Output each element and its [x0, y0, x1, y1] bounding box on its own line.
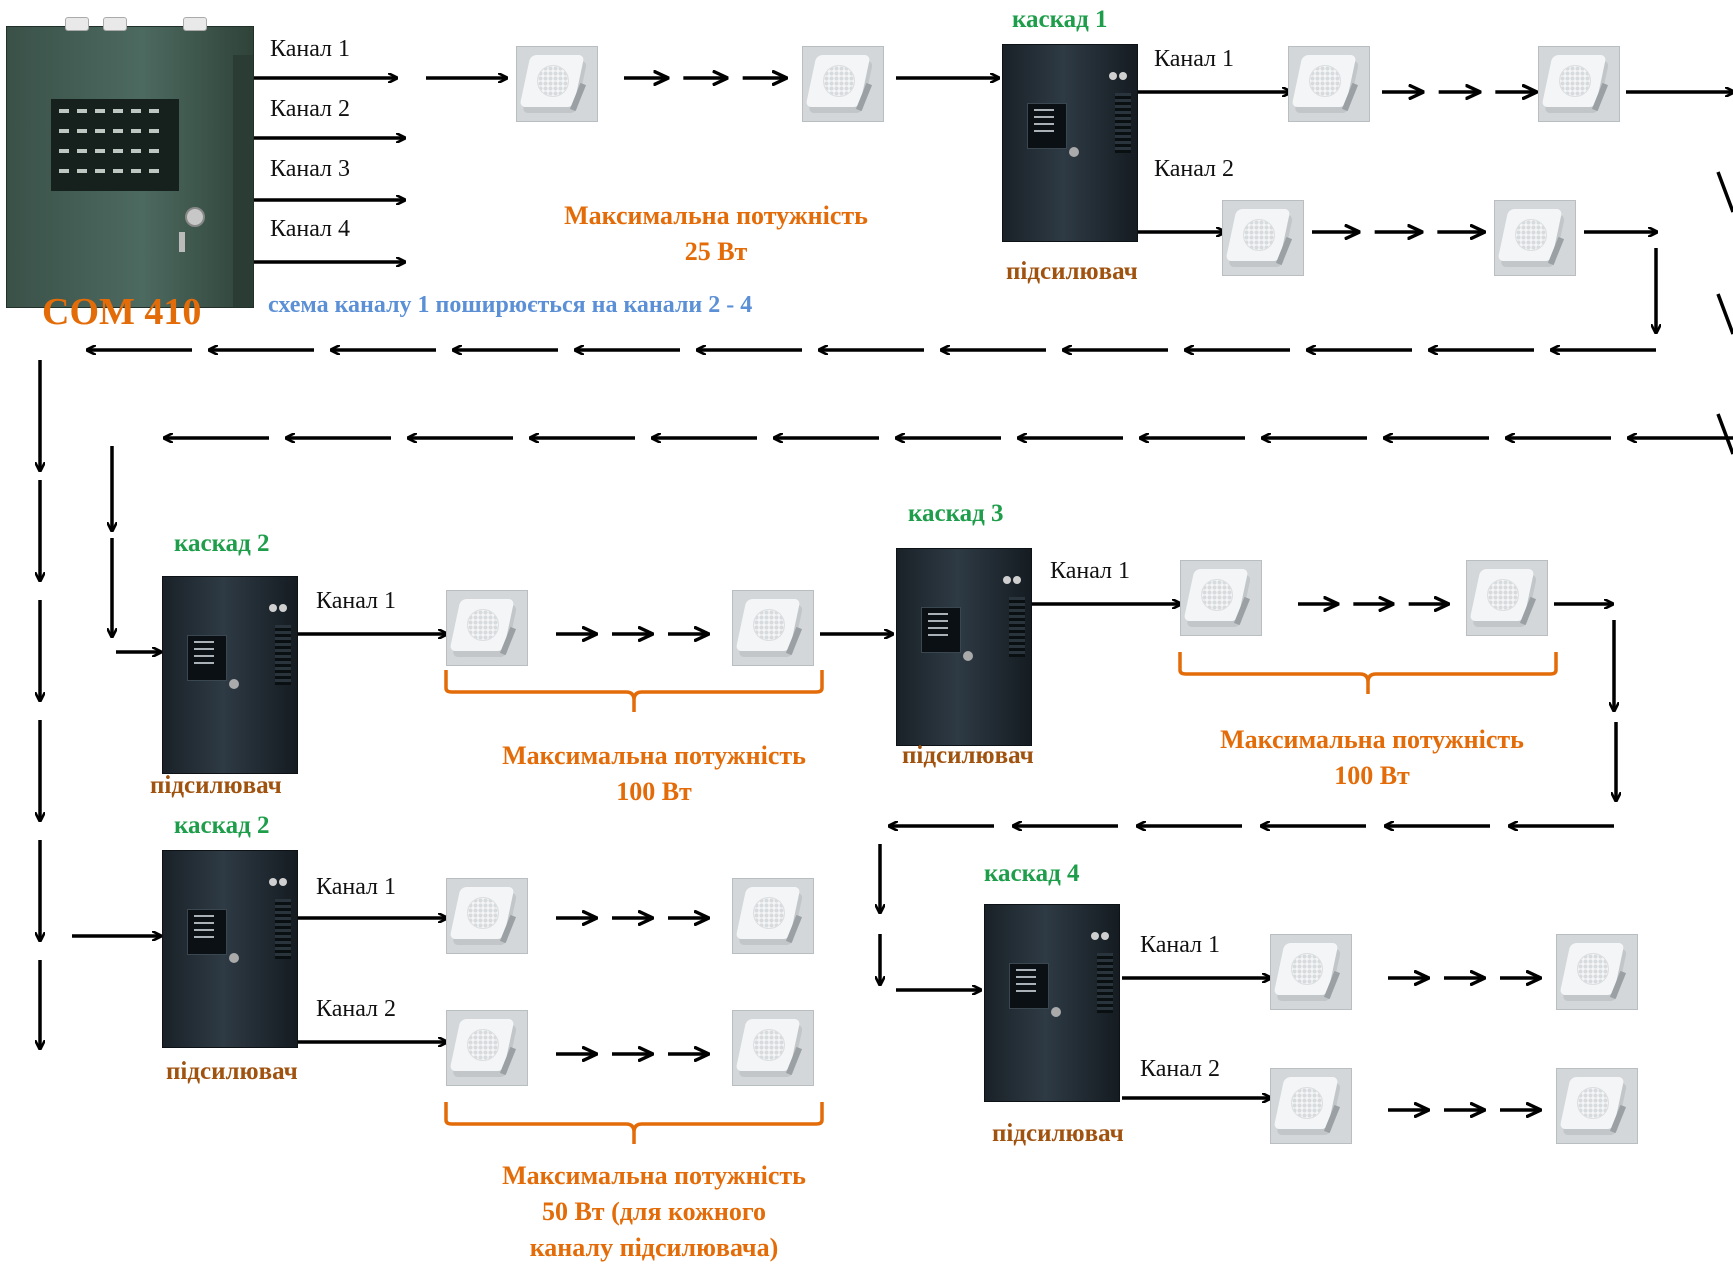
cascade-2b-channel-2-label: Канал 2 [316, 996, 397, 1022]
cascade-3-label: каскад 3 [908, 500, 1004, 527]
cascade-2b-ch2-speaker-last-image [732, 1010, 814, 1086]
power-100w-b-line-1: Максимальна потужність [1220, 725, 1524, 754]
cascade-2-amplifier-label: підсилювач [150, 772, 282, 799]
cascade-2-amplifier-image [162, 576, 298, 774]
cascade-4-amplifier-label: підсилювач [992, 1120, 1124, 1147]
power-100w-a-line-2: 100 Вт [616, 777, 692, 806]
com410-label: COM 410 [42, 291, 202, 333]
cascade-4-label: каскад 4 [984, 860, 1080, 887]
com-chain-speaker-last-image [802, 46, 884, 122]
cascade-4-ch2-speaker-first-image [1270, 1068, 1352, 1144]
cascade-4-channel-1-label: Канал 1 [1140, 932, 1221, 958]
power-100w-a-line-1: Максимальна потужність [502, 741, 806, 770]
cascade-3-channel-1-label: Канал 1 [1050, 558, 1131, 584]
cascade-4-ch1-speaker-last-image [1556, 934, 1638, 1010]
cascade-1-channel-2-label: Канал 2 [1154, 156, 1235, 182]
power-50w-line-3: каналу підсилювача) [529, 1233, 779, 1262]
cascade-2-speaker-last-image [732, 590, 814, 666]
cascade-2b-ch1-speaker-last-image [732, 878, 814, 954]
brace-100w-a [444, 670, 824, 712]
cascade-2-speaker-first-image [446, 590, 528, 666]
power-25w-line-2: 25 Вт [684, 237, 748, 266]
brace-100w-b [1178, 652, 1558, 694]
cascade-2b-amplifier-image [162, 850, 298, 1048]
scheme-note: схема каналу 1 поширюється на канали 2 -… [268, 292, 753, 318]
cascade-1-label: каскад 1 [1012, 6, 1108, 33]
com-channel-4-label: Канал 4 [270, 216, 351, 242]
power-50w-line-1: Максимальна потужність [502, 1161, 806, 1190]
com-channel-1-label: Канал 1 [270, 36, 351, 62]
brace-50w [444, 1102, 824, 1144]
cascade-1-amplifier-image [1002, 44, 1138, 242]
edge-chevron-1 [1716, 171, 1733, 213]
cascade-3-amplifier-image [896, 548, 1032, 746]
cascade-3-speaker-last-image [1466, 560, 1548, 636]
cascade-4-ch2-speaker-last-image [1556, 1068, 1638, 1144]
edge-chevron-2 [1716, 293, 1733, 335]
cascade-1-ch1-speaker-first-image [1288, 46, 1370, 122]
com-channel-3-label: Канал 3 [270, 156, 351, 182]
power-25w-line-1: Максимальна потужність [564, 201, 868, 230]
cascade-3-speaker-first-image [1180, 560, 1262, 636]
cascade-2-label: каскад 2 [174, 530, 270, 557]
cascade-2b-channel-1-label: Канал 1 [316, 874, 397, 900]
cascade-4-amplifier-image [984, 904, 1120, 1102]
power-100w-b-line-2: 100 Вт [1334, 761, 1410, 790]
com-chain-speaker-first-image [516, 46, 598, 122]
cascade-2b-amplifier-label: підсилювач [166, 1058, 298, 1085]
cascade-1-ch1-speaker-last-image [1538, 46, 1620, 122]
com410-controller-image [6, 17, 254, 308]
cascade-4-channel-2-label: Канал 2 [1140, 1056, 1221, 1082]
cascade-3-amplifier-label: підсилювач [902, 742, 1034, 769]
cascade-1-amplifier-label: підсилювач [1006, 258, 1138, 285]
cascade-1-channel-1-label: Канал 1 [1154, 46, 1235, 72]
cascade-2b-label: каскад 2 [174, 812, 270, 839]
cascade-2-channel-1-label: Канал 1 [316, 588, 397, 614]
cascade-2b-ch2-speaker-first-image [446, 1010, 528, 1086]
cascade-1-ch2-speaker-first-image [1222, 200, 1304, 276]
com-channel-2-label: Канал 2 [270, 96, 351, 122]
cascade-2b-ch1-speaker-first-image [446, 878, 528, 954]
power-50w-line-2: 50 Вт (для кожного [541, 1197, 767, 1226]
edge-chevron-3 [1716, 413, 1733, 455]
cascade-4-ch1-speaker-first-image [1270, 934, 1352, 1010]
cascade-1-ch2-speaker-last-image [1494, 200, 1576, 276]
